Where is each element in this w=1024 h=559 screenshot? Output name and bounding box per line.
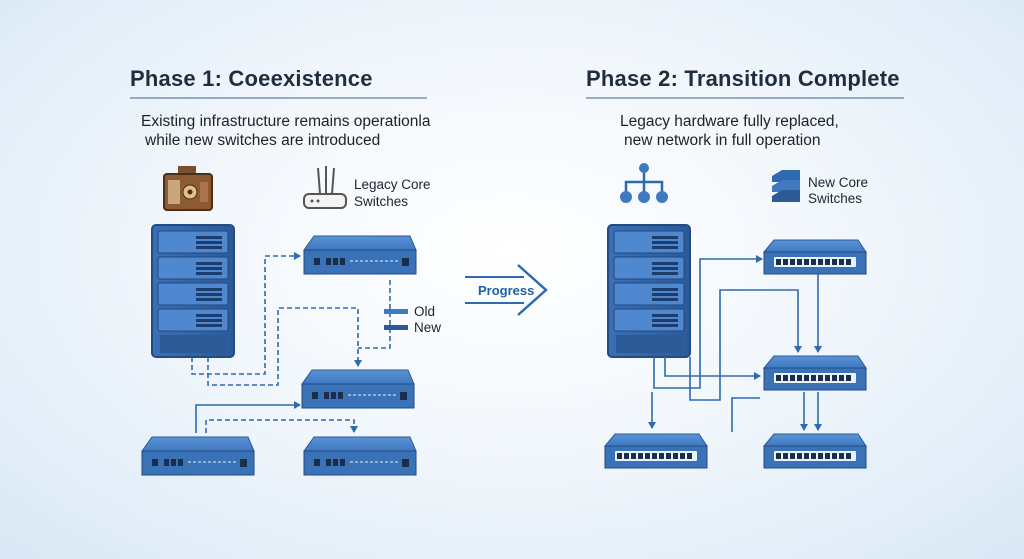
network-tree-icon [620, 163, 668, 203]
new-core-label-line1: New Core [808, 175, 869, 190]
router-icon [303, 166, 347, 209]
phase2-subtitle-line1: Legacy hardware fully replaced, [620, 113, 839, 130]
legend-new-label: New [414, 320, 442, 335]
legend-old-swatch [384, 309, 408, 314]
phase1-subtitle-line1: Existing infrastructure remains operatio… [141, 113, 431, 130]
phase1-switch-right [303, 436, 417, 476]
progress-label: Progress [478, 283, 535, 298]
phase2-connectors [648, 255, 822, 432]
legacy-core-label-line2: Switches [354, 194, 409, 209]
phase2-switch-left [604, 433, 708, 469]
legend-old-label: Old [414, 304, 436, 319]
phase2-switch-middle [763, 355, 867, 391]
server-rack-phase1 [151, 224, 235, 358]
phase1-title: Phase 1: Coeexistence [130, 66, 373, 91]
phase1-switch-left [141, 436, 255, 476]
new-core-switch [763, 239, 867, 275]
phase2-subtitle-line2: new network in full operation [624, 132, 821, 149]
progress-arrow-icon [465, 264, 548, 316]
legacy-core-label-line1: Legacy Core [354, 177, 431, 192]
new-core-label-line2: Switches [808, 191, 863, 206]
phase2-switch-right [763, 433, 867, 469]
server-rack-phase2 [607, 224, 691, 358]
phase1-connectors [191, 252, 391, 433]
legend-new-swatch [384, 325, 408, 330]
legacy-hardware-icon [163, 166, 213, 211]
phase2-title: Phase 2: Transition Complete [586, 66, 900, 91]
phase1-switch-middle [301, 369, 415, 409]
phase1-subtitle-line2: while new switches are introduced [145, 132, 381, 149]
stacked-switch-icon [772, 170, 800, 202]
legacy-core-switch [303, 235, 417, 275]
